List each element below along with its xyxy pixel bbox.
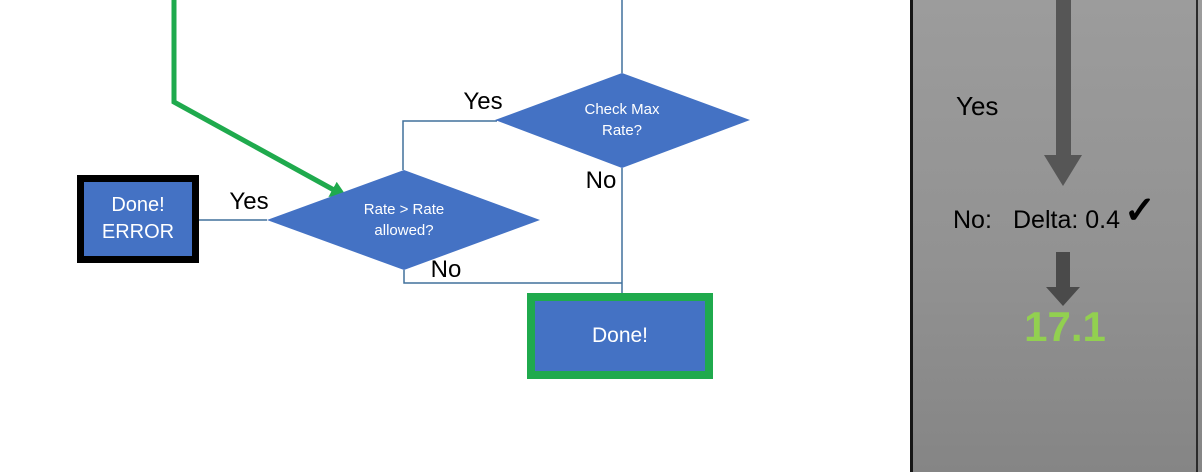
result-side-panel (910, 0, 1202, 472)
connector-checkmax-yes-to-rate (402, 120, 497, 170)
rate-allowed-diamond (267, 170, 540, 270)
check-max-line1: Check Max (584, 101, 660, 118)
rate-no-label: No (430, 256, 462, 283)
rate-allowed-line2: allowed? (374, 222, 434, 239)
done-box: Done! (527, 293, 713, 379)
check-max-no-label: No (585, 167, 617, 194)
panel-result-value: 17.1 (1024, 303, 1106, 350)
panel-right-edge (1196, 0, 1198, 472)
green-path-arrow (171, 0, 348, 198)
panel-yes-label: Yes (956, 91, 999, 121)
check-max-line2: Rate? (601, 122, 643, 139)
done-error-line1: Done! (111, 194, 165, 216)
check-mark-icon: ✓ (1124, 190, 1156, 232)
check-max-rate-diamond (495, 73, 750, 168)
rate-allowed-diamond-label: Rate > Rate allowed? (319, 199, 489, 241)
rate-allowed-line1: Rate > Rate (363, 201, 445, 218)
done-box-label: Done! (591, 324, 649, 347)
done-error-line2: ERROR (101, 221, 175, 243)
rate-yes-label: Yes (229, 188, 269, 215)
panel-delta-value: Delta: 0.4 (1013, 206, 1121, 234)
check-max-yes-label: Yes (463, 88, 503, 115)
panel-no-label: No: (953, 206, 992, 234)
connector-rate-no-to-done (403, 270, 622, 284)
done-error-box: Done! ERROR (77, 175, 199, 263)
check-max-rate-diamond-label: Check Max Rate? (537, 99, 707, 141)
